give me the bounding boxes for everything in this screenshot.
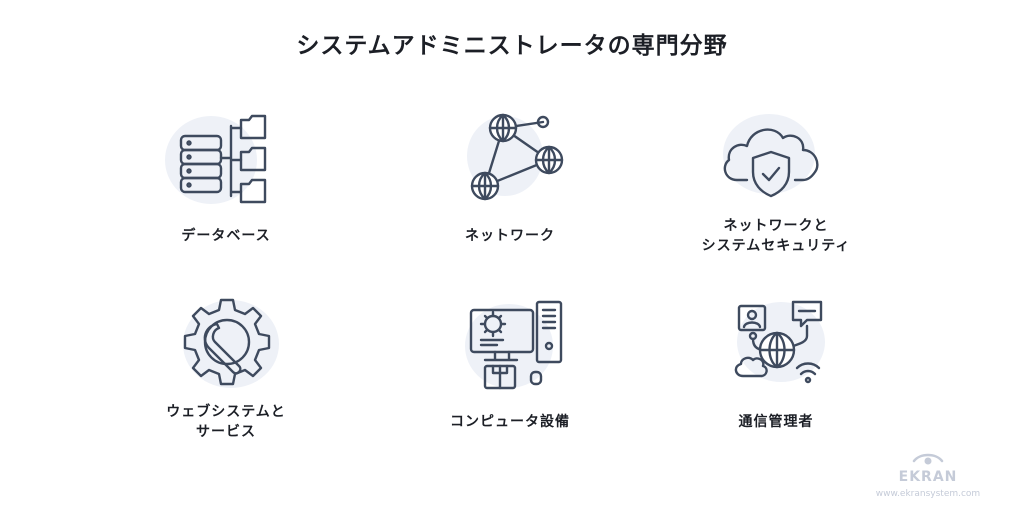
card-label: ネットワーク bbox=[465, 228, 555, 244]
brand-name: EKRAN bbox=[898, 469, 958, 485]
gear-wrench-icon bbox=[183, 298, 279, 388]
card-database: データベース bbox=[96, 108, 356, 246]
card-communication: 通信管理者 bbox=[646, 294, 906, 432]
cloud-shield-icon bbox=[723, 114, 819, 198]
communication-icon bbox=[734, 300, 825, 384]
card-network: ネットワーク bbox=[380, 108, 640, 246]
card-label: ネットワークと システムセキュリティ bbox=[701, 218, 851, 254]
page-title: システムアドミニストレータの専門分野 bbox=[296, 33, 728, 59]
card-computer-equipment: コンピュータ設備 bbox=[380, 294, 640, 432]
card-label: コンピュータ設備 bbox=[450, 414, 570, 430]
card-label: データベース bbox=[181, 228, 271, 244]
database-icon bbox=[165, 114, 267, 204]
computer-equipment-icon bbox=[465, 300, 563, 390]
card-label: 通信管理者 bbox=[738, 414, 814, 430]
card-web-systems: ウェブシステムと サービス bbox=[96, 294, 356, 442]
network-globe-icon bbox=[467, 113, 564, 201]
brand-url: www.ekransystem.com bbox=[875, 489, 981, 499]
card-security: ネットワークと システムセキュリティ bbox=[646, 108, 906, 256]
brand-watermark: EKRAN www.ekransystem.com bbox=[858, 451, 998, 499]
card-label: ウェブシステムと サービス bbox=[166, 404, 286, 440]
eye-logo-icon bbox=[912, 453, 944, 465]
